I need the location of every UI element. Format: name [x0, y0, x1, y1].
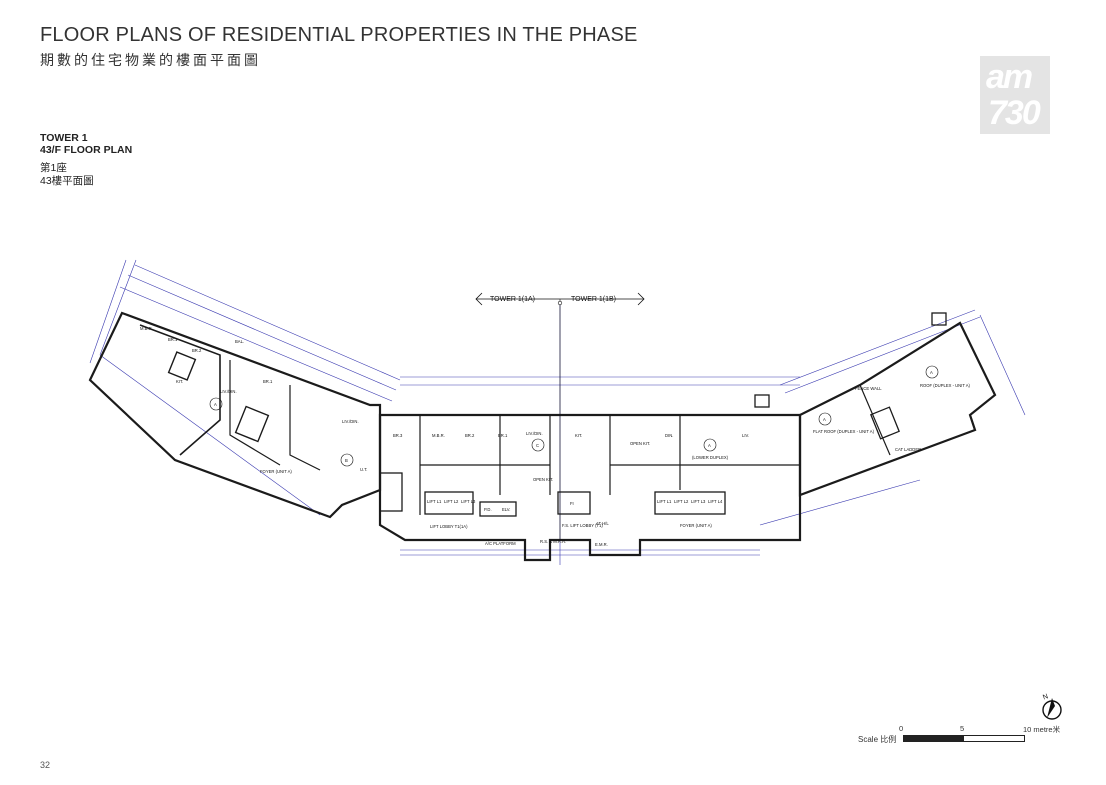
- room-label: BR.3: [393, 433, 403, 438]
- lift-label: LIFT L4: [708, 499, 723, 504]
- room-label: E.M.R.: [595, 542, 608, 547]
- room-label: BR.1: [498, 433, 508, 438]
- dimension-lines-middle: [400, 305, 800, 565]
- unit-marker: A: [708, 443, 711, 448]
- room-label: FI: [570, 501, 574, 506]
- tower-split-marker: TOWER 1(1A) TOWER 1(1B): [475, 292, 645, 540]
- room-label: DIN.: [665, 433, 673, 438]
- room-label: (LOWER DUPLEX): [692, 455, 729, 460]
- room-label: M.B.R.: [432, 433, 445, 438]
- unit-markers: A B C A A A: [209, 365, 939, 467]
- room-label: LIV./DIN.: [526, 431, 543, 436]
- room-label: BR.2: [192, 348, 202, 353]
- room-label: CAT LADDER: [895, 447, 921, 452]
- floor-label-chinese: 43樓平面圖: [40, 175, 94, 187]
- unit-marker: A: [214, 402, 217, 407]
- tower-label: TOWER 1: [40, 132, 88, 144]
- room-label: BR.1: [168, 337, 178, 342]
- lift-label: LIFT L3: [461, 499, 476, 504]
- watermark-logo: am 730: [980, 56, 1050, 134]
- scale-bar: [903, 735, 1025, 742]
- room-label: LIV.: [742, 433, 749, 438]
- floor-label: 43/F FLOOR PLAN: [40, 144, 133, 156]
- svg-text:N: N: [1042, 693, 1049, 701]
- room-label: KIT.: [176, 379, 183, 384]
- scale-tick-10: 10 metre米: [1023, 725, 1061, 734]
- room-label: LIV./DIN.: [342, 419, 359, 424]
- dimension-lines-left: [89, 259, 401, 516]
- tower-1a-label: TOWER 1(1A): [490, 296, 535, 303]
- room-label: ROOF (DUPLEX - UNIT A): [920, 383, 971, 388]
- watermark-text-2: 730: [988, 94, 1041, 132]
- room-label: BR.1: [263, 379, 273, 384]
- floor-plan-drawing: TOWER 1(1A) TOWER 1(1B) A B C A A A M.B.…: [88, 259, 1026, 565]
- room-label: LIFT LOBBY T1(1A): [430, 524, 468, 529]
- lift-label: LIFT L2: [674, 499, 689, 504]
- lift-labels: LIFT L1 LIFT L2 LIFT L3 LIFT L1 LIFT L2 …: [427, 499, 723, 504]
- watermark-text-1: am: [986, 58, 1033, 96]
- north-arrow-icon: N: [1042, 693, 1062, 720]
- page-title-chinese: 期數的住宅物業的樓面平面圖: [40, 52, 261, 68]
- room-labels: M.B.R. BR.1 BR.2 BAL. BR.1 LIV./DIN. LIV…: [140, 326, 971, 547]
- lift-label: LIFT L1: [657, 499, 672, 504]
- tower-1b-label: TOWER 1(1B): [571, 296, 616, 303]
- room-label: BAL.: [235, 339, 244, 344]
- room-label: OPEN KIT.: [630, 441, 650, 446]
- tower-label-chinese: 第1座: [40, 162, 67, 174]
- room-label: ELV.: [502, 507, 510, 512]
- room-label: FLAT ROOF (DUPLEX - UNIT A): [813, 429, 875, 434]
- room-label: KIT.: [575, 433, 582, 438]
- room-label: FOYER (UNIT A): [260, 469, 292, 474]
- room-label: LIV./DIN.: [220, 389, 237, 394]
- unit-marker: C: [536, 443, 539, 448]
- scale-tick-0: 0: [899, 724, 904, 733]
- walls-right-wing: [754, 312, 997, 497]
- room-label: F.S. LIFT LOBBY (T1): [562, 523, 603, 528]
- page-number: 32: [40, 760, 51, 770]
- scale-tick-5: 5: [960, 724, 965, 733]
- room-label: BR.2: [465, 433, 475, 438]
- room-label: OPEN KIT.: [533, 477, 553, 482]
- unit-marker: B: [345, 458, 348, 463]
- lift-label: LIFT L3: [691, 499, 706, 504]
- room-label: R.S. & M.R.R.: [540, 539, 566, 544]
- room-label: FENCE WALL: [855, 386, 882, 391]
- room-label: U.T.: [360, 467, 367, 472]
- lift-label: LIFT L2: [444, 499, 459, 504]
- room-label: FOYER (UNIT A): [680, 523, 712, 528]
- lift-label: LIFT L1: [427, 499, 442, 504]
- walls-middle-block: [378, 413, 802, 562]
- unit-marker: A: [930, 370, 933, 375]
- room-label: M.B.R.: [140, 326, 153, 331]
- walls-left-wing: [88, 311, 382, 519]
- room-label: P.D.: [484, 507, 492, 512]
- page-title: FLOOR PLANS OF RESIDENTIAL PROPERTIES IN…: [40, 24, 638, 46]
- room-label: AT H/L: [596, 521, 609, 526]
- scale-label: Scale 比例: [858, 735, 897, 744]
- room-label: A/C PLATFORM: [485, 541, 516, 546]
- unit-marker: A: [823, 417, 826, 422]
